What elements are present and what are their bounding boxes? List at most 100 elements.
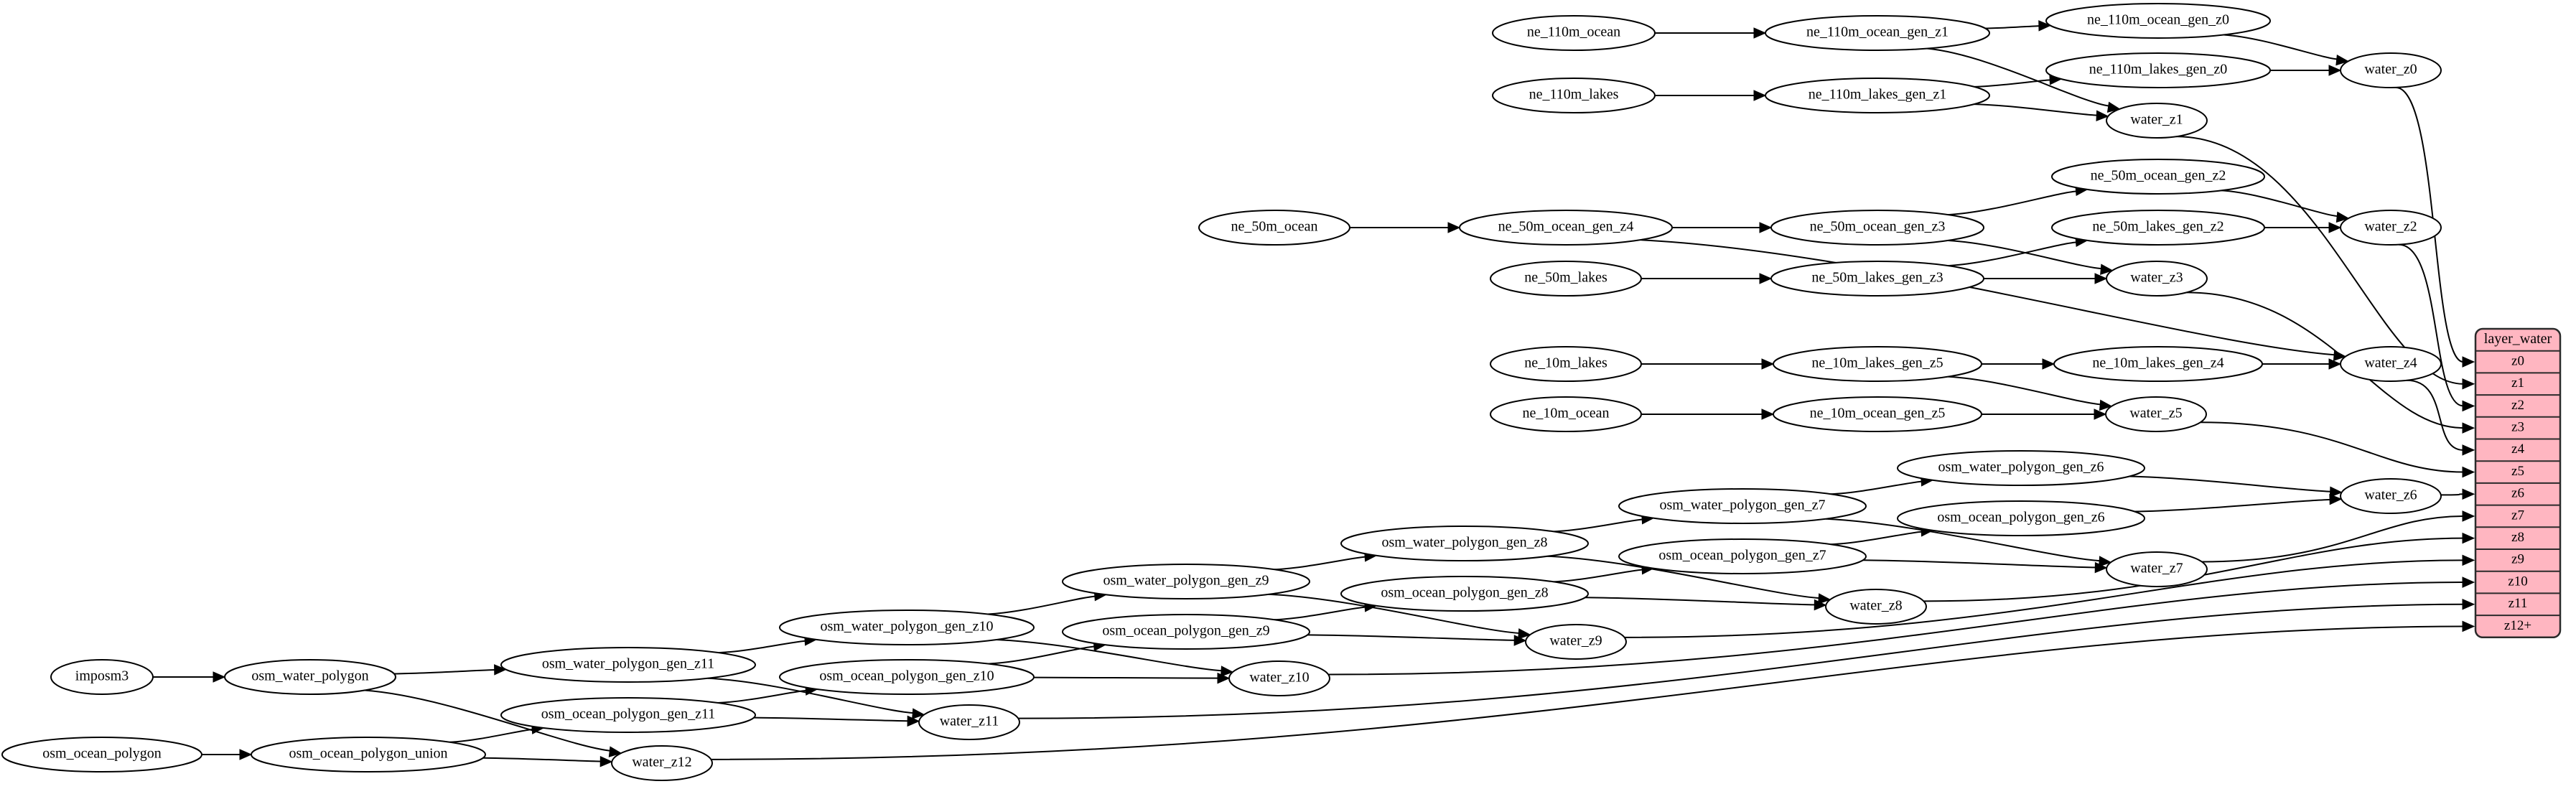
- edge-ne_110m_ocean_gen_z0-to-water_z0: [2223, 34, 2339, 60]
- table-row-z3[interactable]: z3: [2511, 420, 2524, 435]
- edge-ne_50m_ocean_gen_z4-to-water_z4: [1640, 239, 2337, 356]
- edge-ne_110m_lakes_gen_z1-to-ne_110m_lakes_gen_z0: [1974, 79, 2053, 88]
- graph-node-water_z12[interactable]: water_z12: [611, 745, 713, 781]
- graph-node-water_z1[interactable]: water_z1: [2106, 103, 2208, 139]
- graph-node-osm_water_polygon[interactable]: osm_water_polygon: [224, 659, 396, 695]
- graph-node-water_z3[interactable]: water_z3: [2106, 261, 2208, 297]
- graph-node-osm_water_polygon_gen_z8[interactable]: osm_water_polygon_gen_z8: [1340, 526, 1589, 561]
- node-ellipse: [1062, 614, 1310, 650]
- node-label: osm_water_polygon_gen_z11: [542, 656, 714, 672]
- node-label: water_z10: [1249, 670, 1309, 686]
- graph-node-osm_ocean_polygon[interactable]: osm_ocean_polygon: [1, 737, 202, 772]
- edge-osm_ocean_polygon_union-to-water_z12: [482, 757, 603, 762]
- graph-node-osm_water_polygon_gen_z6[interactable]: osm_water_polygon_gen_z6: [1897, 450, 2145, 486]
- node-label: ne_50m_ocean_gen_z4: [1498, 219, 1634, 235]
- node-ellipse: [1765, 78, 1990, 113]
- table-row-z1[interactable]: z1: [2511, 375, 2524, 391]
- edge-arrowhead: [2462, 378, 2475, 390]
- table-row-z2[interactable]: z2: [2511, 398, 2524, 413]
- edge-arrowhead: [239, 749, 253, 760]
- graph-node-ne_10m_lakes[interactable]: ne_10m_lakes: [1490, 346, 1642, 382]
- node-label: water_z7: [2130, 561, 2183, 576]
- graph-node-imposm3[interactable]: imposm3: [50, 659, 154, 695]
- table-row-z8[interactable]: z8: [2511, 530, 2524, 545]
- graph-node-water_z0[interactable]: water_z0: [2340, 52, 2442, 88]
- edge-osm_water_polygon-to-osm_water_polygon_gen_z11: [393, 669, 497, 675]
- node-label: ne_10m_ocean: [1522, 406, 1609, 421]
- node-ellipse: [1770, 261, 1984, 297]
- graph-node-osm_ocean_polygon_gen_z11[interactable]: osm_ocean_polygon_gen_z11: [500, 697, 756, 733]
- node-label: osm_ocean_polygon_gen_z11: [541, 706, 716, 722]
- node-ellipse: [611, 745, 713, 781]
- graph-node-water_z10[interactable]: water_z10: [1228, 660, 1330, 696]
- table-row-z6[interactable]: z6: [2511, 486, 2524, 501]
- node-ellipse: [1490, 396, 1642, 432]
- graph-node-osm_ocean_polygon_gen_z6[interactable]: osm_ocean_polygon_gen_z6: [1897, 500, 2145, 536]
- node-label: ne_50m_lakes_gen_z2: [2092, 219, 2223, 235]
- layer-water-table[interactable]: layer_waterz0z1z2z3z4z5z6z7z8z9z10z11z12…: [2474, 327, 2562, 639]
- edge-arrowhead: [2094, 273, 2108, 284]
- graph-node-osm_water_polygon_gen_z9[interactable]: osm_water_polygon_gen_z9: [1062, 564, 1310, 599]
- graph-node-ne_110m_lakes_gen_z0[interactable]: ne_110m_lakes_gen_z0: [2045, 52, 2271, 88]
- node-ellipse: [224, 659, 396, 695]
- graph-node-osm_ocean_polygon_union[interactable]: osm_ocean_polygon_union: [251, 737, 486, 772]
- node-label: ne_110m_lakes: [1529, 87, 1619, 103]
- graph-node-ne_10m_lakes_gen_z4[interactable]: ne_10m_lakes_gen_z4: [2053, 346, 2263, 382]
- graph-node-water_z9[interactable]: water_z9: [1525, 624, 1627, 660]
- table-row-z9[interactable]: z9: [2511, 552, 2524, 567]
- node-label: water_z3: [2130, 270, 2183, 286]
- edge-osm_water_polygon_gen_z9-to-osm_water_polygon_gen_z8: [1274, 556, 1368, 571]
- graph-node-osm_ocean_polygon_gen_z7[interactable]: osm_ocean_polygon_gen_z7: [1618, 538, 1867, 574]
- node-label: water_z9: [1549, 633, 1602, 649]
- graph-node-ne_50m_ocean[interactable]: ne_50m_ocean: [1198, 210, 1350, 246]
- graph-node-osm_ocean_polygon_gen_z10[interactable]: osm_ocean_polygon_gen_z10: [779, 659, 1035, 695]
- graph-node-ne_50m_lakes_gen_z2[interactable]: ne_50m_lakes_gen_z2: [2051, 210, 2265, 246]
- node-label: ne_10m_lakes_gen_z4: [2092, 355, 2223, 371]
- graph-node-water_z5[interactable]: water_z5: [2105, 396, 2207, 432]
- graph-node-ne_10m_ocean_gen_z5[interactable]: ne_10m_ocean_gen_z5: [1773, 396, 1982, 432]
- edge-water_z7-to-table-row-z7: [2201, 515, 2464, 563]
- graph-node-water_z8[interactable]: water_z8: [1825, 589, 1927, 625]
- graph-node-osm_ocean_polygon_gen_z9[interactable]: osm_ocean_polygon_gen_z9: [1062, 614, 1310, 650]
- edge-osm_water_polygon_gen_z10-to-water_z10: [996, 639, 1224, 672]
- graph-node-ne_50m_ocean_gen_z3[interactable]: ne_50m_ocean_gen_z3: [1770, 210, 1984, 246]
- graph-node-osm_water_polygon_gen_z7[interactable]: osm_water_polygon_gen_z7: [1618, 488, 1867, 524]
- edge-water_z12-to-table-row-z12+: [711, 625, 2464, 760]
- graph-node-ne_50m_ocean_gen_z2[interactable]: ne_50m_ocean_gen_z2: [2051, 159, 2265, 195]
- edge-osm_ocean_polygon_gen_z11-to-osm_ocean_polygon_gen_z10: [717, 689, 808, 704]
- graph-node-ne_50m_ocean_gen_z4[interactable]: ne_50m_ocean_gen_z4: [1459, 210, 1673, 246]
- edge-water_z5-to-table-row-z5: [2200, 421, 2464, 473]
- edge-ne_10m_lakes_gen_z5-to-water_z5: [1947, 375, 2103, 406]
- table-row-z11[interactable]: z11: [2509, 596, 2528, 611]
- graph-node-water_z4[interactable]: water_z4: [2340, 346, 2442, 382]
- graph-node-ne_110m_lakes_gen_z1[interactable]: ne_110m_lakes_gen_z1: [1765, 78, 1990, 113]
- graph-node-ne_110m_lakes[interactable]: ne_110m_lakes: [1492, 78, 1656, 113]
- table-row-z5[interactable]: z5: [2511, 464, 2524, 479]
- node-label: osm_ocean_polygon_union: [289, 746, 447, 762]
- edge-arrowhead: [2099, 556, 2112, 567]
- graph-node-ne_10m_lakes_gen_z5[interactable]: ne_10m_lakes_gen_z5: [1773, 346, 1982, 382]
- graph-node-water_z11[interactable]: water_z11: [918, 704, 1020, 740]
- graph-node-ne_10m_ocean[interactable]: ne_10m_ocean: [1490, 396, 1642, 432]
- graph-node-osm_water_polygon_gen_z11[interactable]: osm_water_polygon_gen_z11: [500, 647, 756, 683]
- table-row-z0[interactable]: z0: [2511, 353, 2524, 368]
- node-ellipse: [500, 697, 756, 733]
- graph-node-osm_ocean_polygon_gen_z8[interactable]: osm_ocean_polygon_gen_z8: [1340, 576, 1589, 612]
- graph-node-ne_50m_lakes[interactable]: ne_50m_lakes: [1490, 261, 1642, 297]
- table-row-z12+[interactable]: z12+: [2504, 618, 2531, 633]
- node-label: osm_ocean_polygon: [42, 746, 162, 762]
- graph-node-water_z2[interactable]: water_z2: [2340, 210, 2442, 246]
- table-row-z4[interactable]: z4: [2511, 442, 2524, 457]
- graph-node-ne_110m_ocean[interactable]: ne_110m_ocean: [1492, 15, 1656, 51]
- graph-node-ne_110m_ocean_gen_z1[interactable]: ne_110m_ocean_gen_z1: [1765, 15, 1990, 51]
- edge-water_z9-to-table-row-z9: [1624, 559, 2464, 638]
- graph-node-osm_water_polygon_gen_z10[interactable]: osm_water_polygon_gen_z10: [779, 610, 1035, 645]
- table-row-z7[interactable]: z7: [2511, 508, 2524, 523]
- graph-node-water_z7[interactable]: water_z7: [2106, 551, 2208, 587]
- graph-node-ne_110m_ocean_gen_z0[interactable]: ne_110m_ocean_gen_z0: [2045, 3, 2271, 39]
- graph-node-ne_50m_lakes_gen_z3[interactable]: ne_50m_lakes_gen_z3: [1770, 261, 1984, 297]
- graph-node-water_z6[interactable]: water_z6: [2340, 478, 2442, 514]
- edge-arrowhead: [2462, 554, 2475, 566]
- table-row-z10[interactable]: z10: [2508, 574, 2527, 589]
- node-ellipse: [2051, 159, 2265, 195]
